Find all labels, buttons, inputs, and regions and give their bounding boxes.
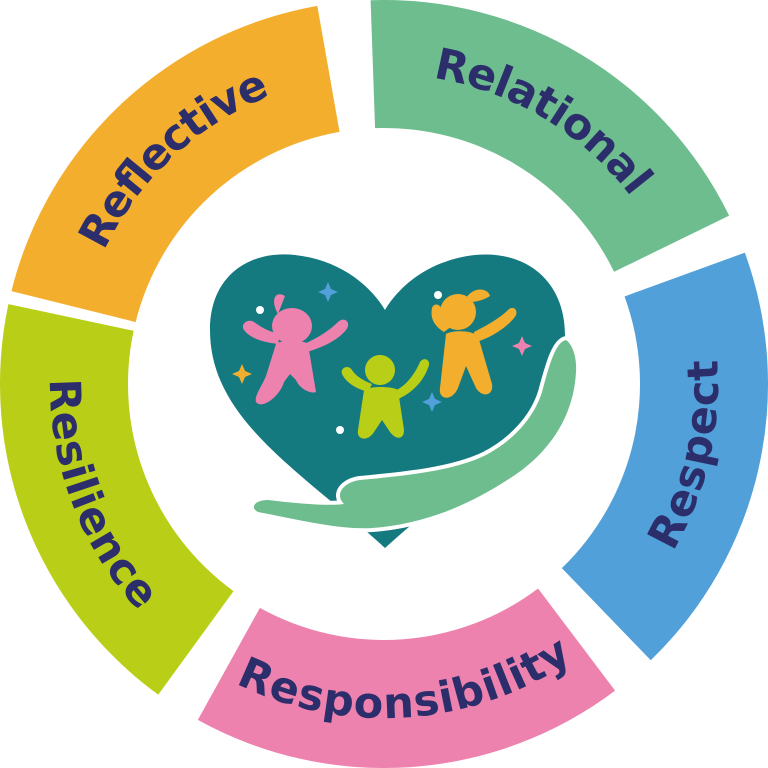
- sparkle-dot: [256, 306, 264, 314]
- sparkle-dot: [434, 291, 442, 299]
- sparkle-blue-top: [318, 282, 338, 302]
- heart-hand-emblem: [210, 254, 581, 548]
- green-child-figure: [341, 355, 430, 439]
- sparkle-dot: [336, 426, 344, 434]
- segment-reflective: [11, 5, 340, 323]
- segment-responsibility: [197, 588, 616, 768]
- sparkle-pink-right: [512, 336, 532, 356]
- orange-child-figure: [431, 289, 517, 398]
- segment-respect: [561, 252, 768, 661]
- sparkle-blue-middle: [422, 392, 442, 412]
- segment-relational: [370, 0, 730, 272]
- hand-shape: [249, 336, 581, 533]
- segment-resilience: [0, 304, 234, 695]
- sparkle-orange-left: [232, 364, 252, 384]
- pink-child-figure: [242, 294, 349, 405]
